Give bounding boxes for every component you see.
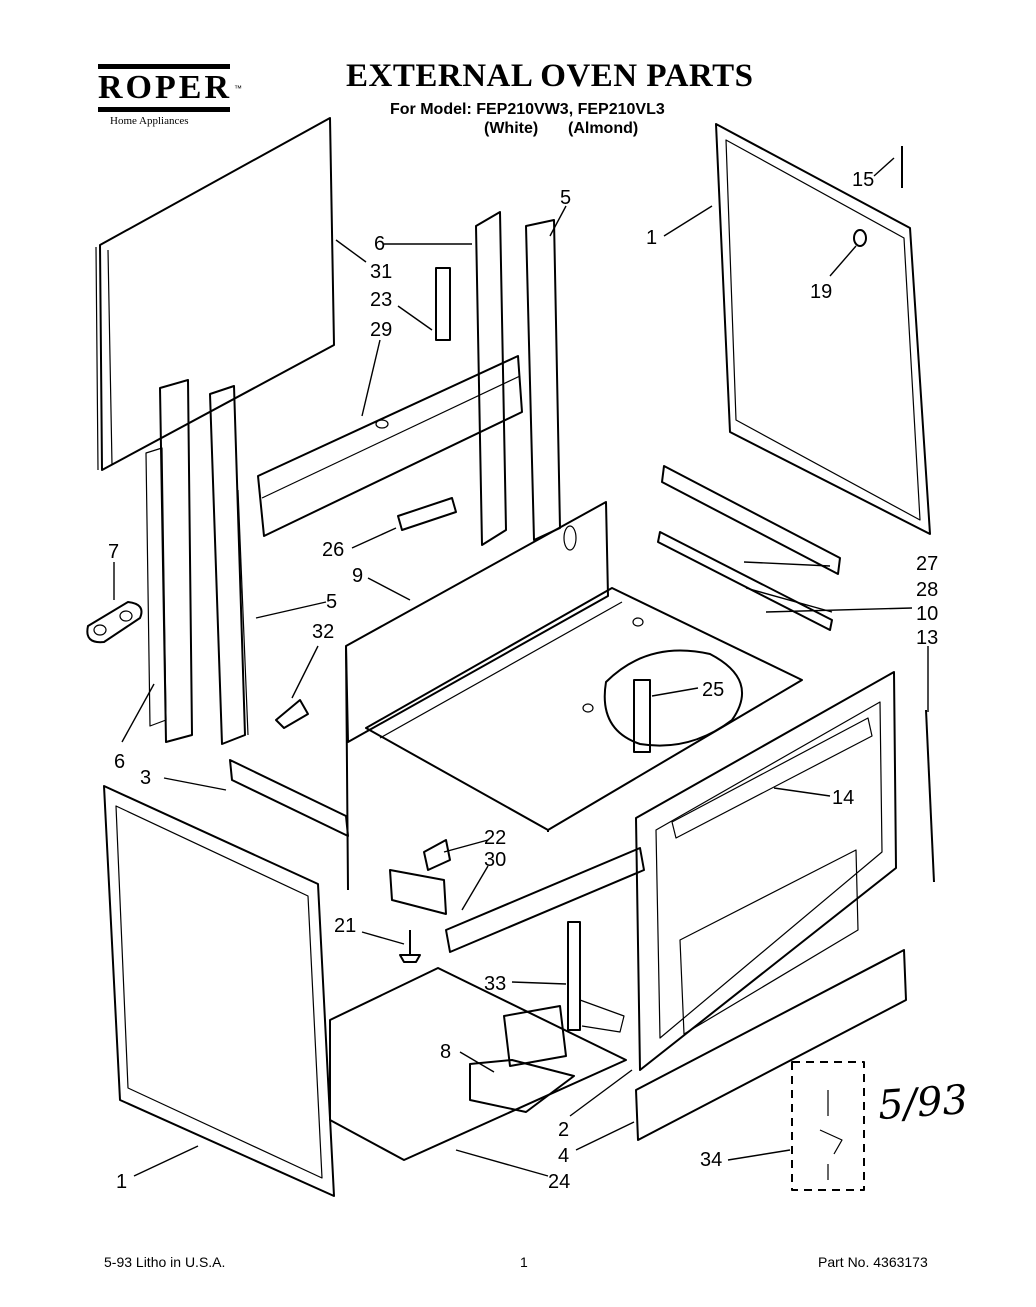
page-title: EXTERNAL OVEN PARTS bbox=[346, 58, 754, 94]
callout-9: 9 bbox=[352, 565, 363, 587]
part-side-panel-left bbox=[103, 785, 335, 1197]
part-kick-plate bbox=[635, 949, 907, 1141]
trademark-symbol: ™ bbox=[234, 84, 242, 93]
callout-31: 31 bbox=[370, 261, 392, 283]
part-rail-28 bbox=[657, 531, 833, 631]
part-side-upright-front-left bbox=[209, 385, 246, 745]
part-leveling-leg bbox=[399, 930, 421, 963]
callout-6-left: 6 bbox=[114, 751, 125, 773]
part-terminal-block bbox=[397, 497, 457, 531]
brand-tagline: Home Appliances bbox=[110, 115, 189, 127]
part-bracket-22 bbox=[423, 839, 451, 871]
part-side-upright-rear-left bbox=[159, 379, 193, 743]
part-trim-13 bbox=[925, 709, 935, 883]
part-bracket-8-top bbox=[503, 1005, 567, 1067]
leader-lines bbox=[113, 157, 929, 1177]
callout-27: 27 bbox=[916, 553, 938, 575]
callout-21: 21 bbox=[334, 915, 356, 937]
footer-part-number: Part No. 4363173 bbox=[818, 1254, 928, 1270]
callout-13: 13 bbox=[916, 627, 938, 649]
part-hardware-kit bbox=[791, 1061, 865, 1191]
model-line: For Model: FEP210VW3, FEP210VL3 bbox=[390, 101, 665, 118]
callout-8: 8 bbox=[440, 1041, 451, 1063]
callout-5-left: 5 bbox=[326, 591, 337, 613]
callout-32: 32 bbox=[312, 621, 334, 643]
footer-page-number: 1 bbox=[520, 1254, 528, 1270]
callout-22: 22 bbox=[484, 827, 506, 849]
part-lower-strip bbox=[229, 759, 349, 837]
part-bracket-8 bbox=[469, 1059, 575, 1113]
brand-name: ROPER bbox=[98, 69, 232, 106]
callout-25: 25 bbox=[702, 679, 724, 701]
callout-1-left: 1 bbox=[116, 1171, 127, 1193]
part-strip-23 bbox=[435, 267, 451, 341]
callout-28: 28 bbox=[916, 579, 938, 601]
callout-30: 30 bbox=[484, 849, 506, 871]
part-side-panel-right bbox=[715, 123, 931, 535]
callout-5-top: 5 bbox=[560, 187, 571, 209]
part-element-post bbox=[633, 679, 651, 753]
part-gasket bbox=[86, 601, 143, 644]
part-side-upright-front-right bbox=[525, 219, 561, 541]
part-channel-30 bbox=[445, 847, 645, 953]
callout-26: 26 bbox=[322, 539, 344, 561]
part-element-cutout bbox=[603, 649, 743, 747]
callout-19: 19 bbox=[810, 281, 832, 303]
part-clip-19 bbox=[853, 229, 867, 247]
part-oven-box-back bbox=[345, 501, 609, 743]
part-sensor-block bbox=[389, 869, 447, 915]
callout-34: 34 bbox=[700, 1149, 722, 1171]
handwritten-note: 5/93 bbox=[876, 1076, 970, 1130]
color-white-label: (White) bbox=[484, 120, 539, 137]
callout-3: 3 bbox=[140, 767, 151, 789]
part-side-upright-rear-right bbox=[475, 211, 507, 546]
callout-29: 29 bbox=[370, 319, 392, 341]
part-rear-panel bbox=[99, 117, 335, 471]
part-thermostat bbox=[275, 699, 309, 729]
part-rear-bracket bbox=[257, 355, 523, 537]
color-almond-label: (Almond) bbox=[568, 120, 639, 137]
callout-24: 24 bbox=[548, 1171, 570, 1193]
callout-4: 4 bbox=[558, 1145, 569, 1167]
callout-6-top: 6 bbox=[374, 233, 385, 255]
callout-14: 14 bbox=[832, 787, 854, 809]
callout-2: 2 bbox=[558, 1119, 569, 1141]
callout-7: 7 bbox=[108, 541, 119, 563]
part-hinge bbox=[567, 921, 581, 1031]
part-oven-box-front bbox=[345, 645, 549, 891]
callout-23: 23 bbox=[370, 289, 392, 311]
roper-logo: ROPER ™ bbox=[98, 62, 242, 114]
footer-litho: 5-93 Litho in U.S.A. bbox=[104, 1254, 226, 1270]
part-oven-box-top bbox=[365, 587, 803, 831]
callout-1-right: 1 bbox=[646, 227, 657, 249]
part-rail-27 bbox=[661, 465, 841, 575]
callout-15: 15 bbox=[852, 169, 874, 191]
callout-10: 10 bbox=[916, 603, 938, 625]
callout-33: 33 bbox=[484, 973, 506, 995]
part-front-frame bbox=[635, 671, 897, 1071]
